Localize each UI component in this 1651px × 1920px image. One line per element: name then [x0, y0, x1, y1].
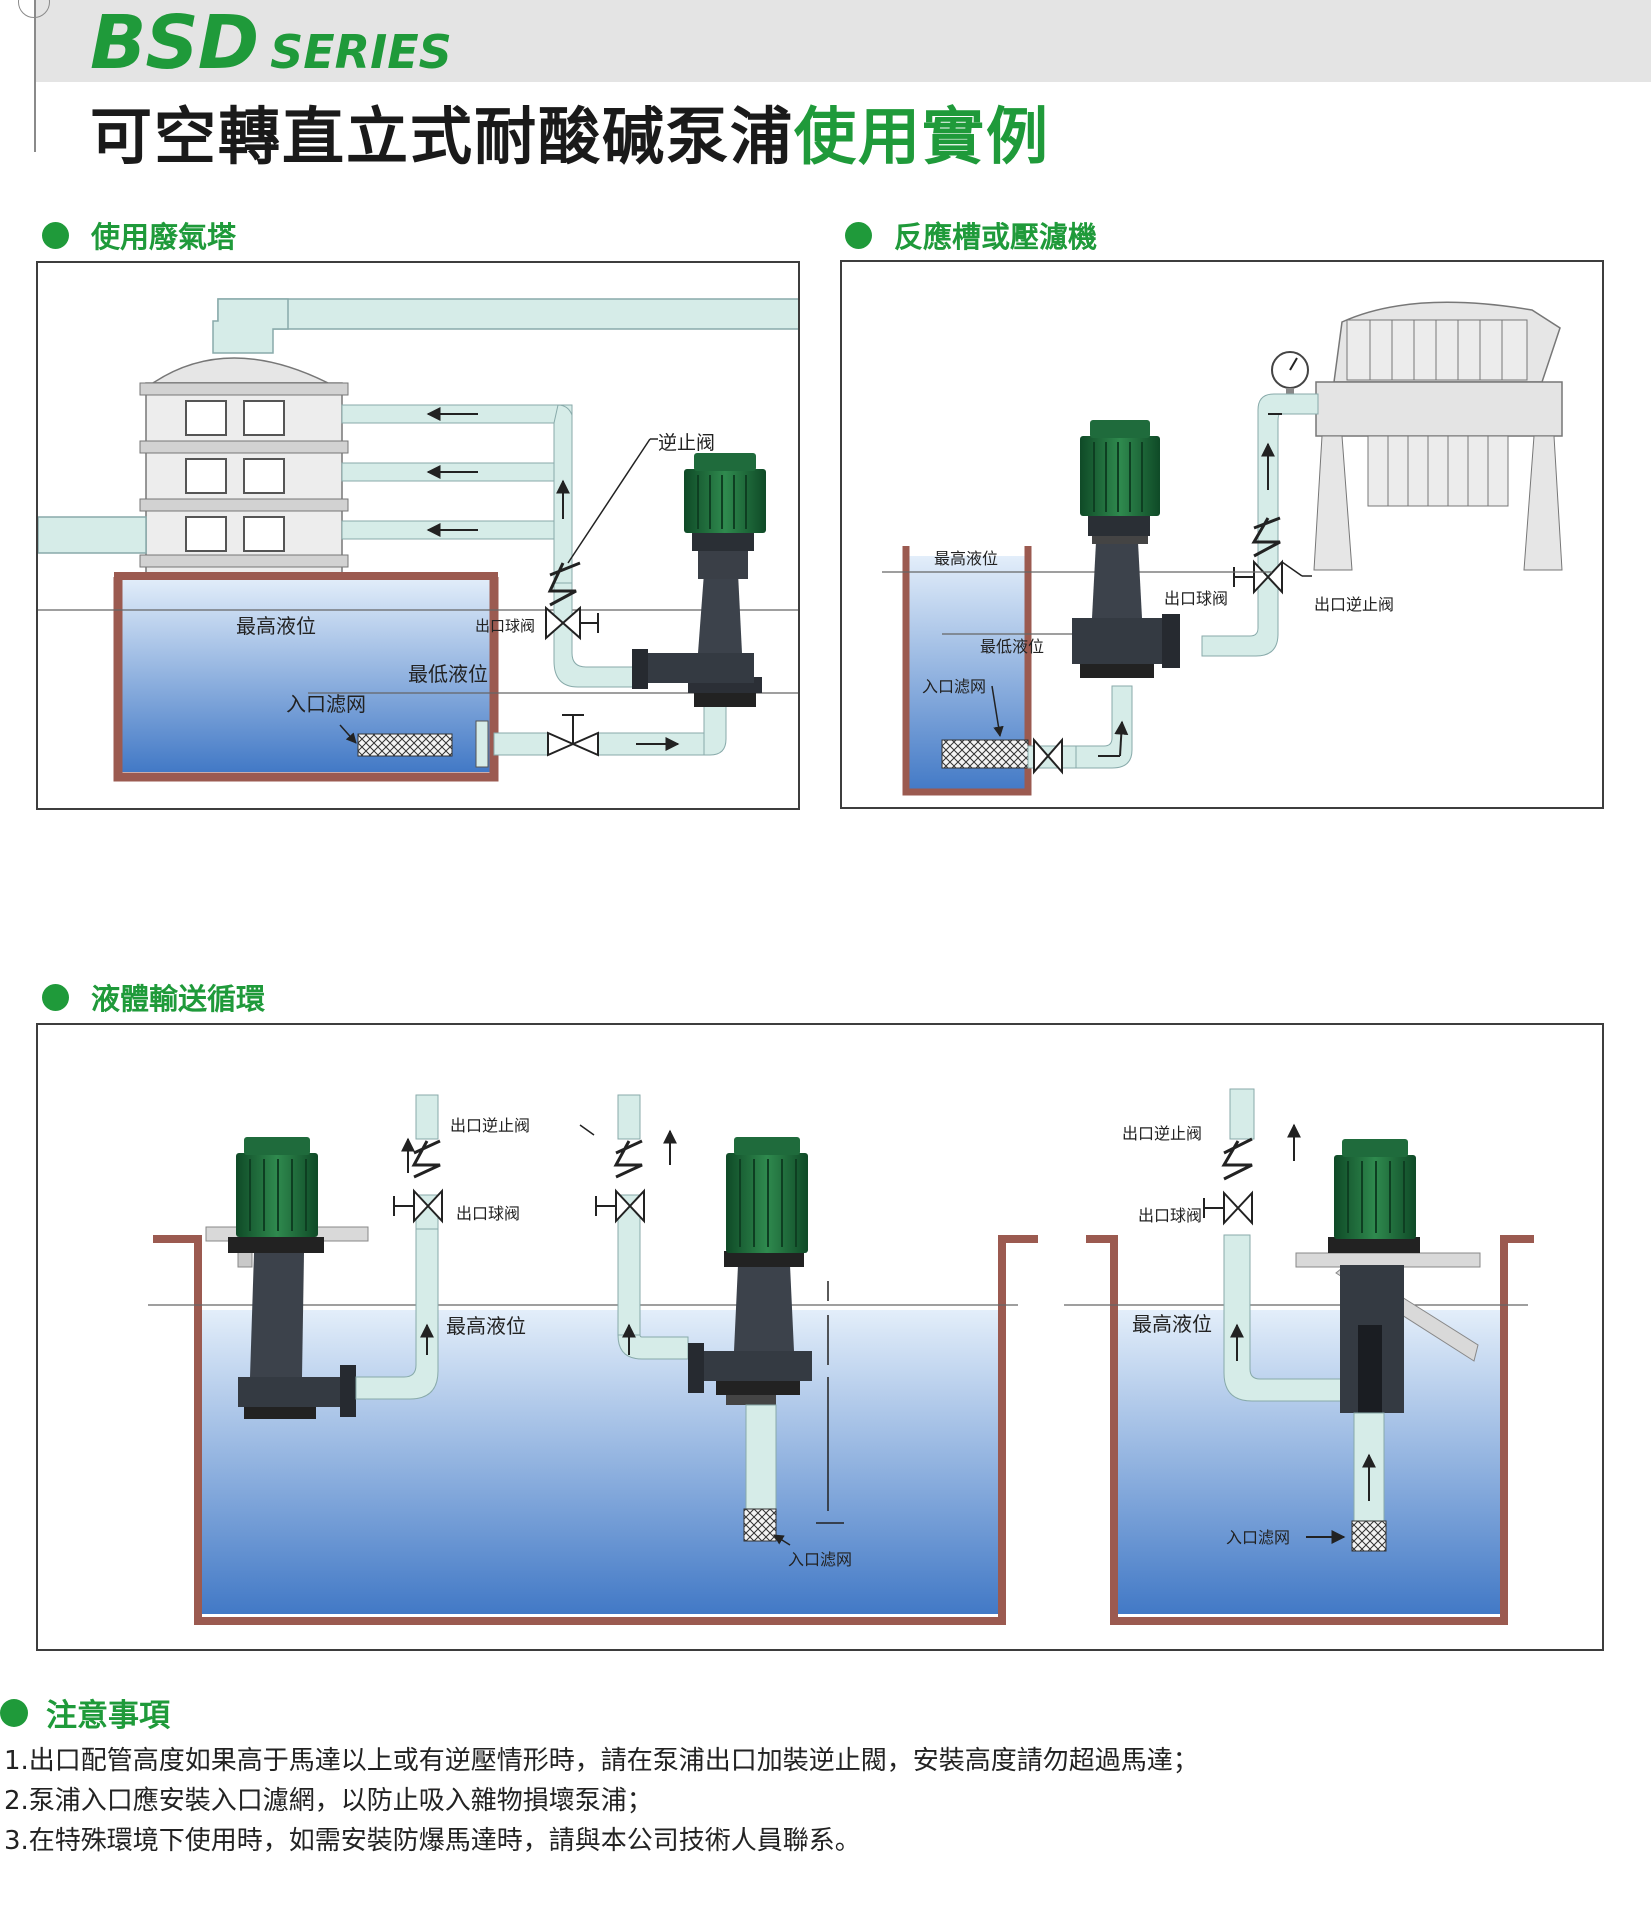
section-title-scrubber-text: 使用廢氣塔 — [91, 220, 237, 254]
label-outlet-ball-valve: 出口球阀 — [1164, 589, 1228, 608]
label-outlet-ball-valve-2: 出口球阀 — [1138, 1206, 1202, 1225]
label-outlet-ball-valve-1: 出口球阀 — [456, 1204, 520, 1223]
label-outlet-check-valve-1: 出口逆止阀 — [450, 1116, 530, 1135]
note-item-2: 2.泵浦入口應安裝入口濾網，以防止吸入雜物損壞泵浦； — [4, 1786, 653, 1816]
label-outlet-check-valve-2: 出口逆止阀 — [1122, 1124, 1202, 1143]
bullet-dot — [845, 221, 872, 249]
label-outlet-check-valve: 出口逆止阀 — [1314, 595, 1394, 614]
series-small: SERIES — [270, 25, 452, 79]
label-inlet-filter: 入口滤网 — [922, 677, 986, 696]
diagram-circulation: 出口逆止阀 出口球阀 最高液位 入口滤网 出口逆止阀 出口球阀 最高液位 入口滤… — [36, 1023, 1604, 1651]
diagram-reactor: 最高液位 出口球阀 出口逆止阀 最低液位 入口滤网 — [840, 260, 1604, 809]
label-min-level: 最低液位 — [980, 637, 1044, 656]
label-max-level-2: 最高液位 — [1132, 1312, 1212, 1336]
notes-title-text: 注意事項 — [46, 1698, 170, 1734]
label-inlet-filter-1: 入口滤网 — [788, 1550, 852, 1569]
section-title-circulation-text: 液體輸送循環 — [91, 982, 266, 1016]
note-item-1: 1.出口配管高度如果高于馬達以上或有逆壓情形時，請在泵浦出口加裝逆止閥，安裝高度… — [4, 1746, 1199, 1776]
label-min-level: 最低液位 — [408, 662, 488, 686]
page-title-highlight: 使用實例 — [794, 100, 1051, 173]
label-outlet-ball-valve: 出口球阀 — [475, 617, 535, 635]
notes-title: 注意事項 — [0, 1690, 170, 1735]
section-title-reactor-text: 反應槽或壓濾機 — [894, 220, 1098, 254]
label-check-valve: 逆止阀 — [658, 432, 715, 454]
note-item-3: 3.在特殊環境下使用時，如需安裝防爆馬達時，請與本公司技術人員聯系。 — [4, 1826, 861, 1856]
bullet-dot — [42, 221, 69, 249]
label-inlet-filter-2: 入口滤网 — [1226, 1528, 1290, 1547]
header-band — [35, 0, 1651, 82]
bullet-dot — [0, 1698, 28, 1727]
label-max-level: 最高液位 — [236, 614, 316, 638]
page-title-main: 可空轉直立式耐酸碱泵浦 — [90, 100, 795, 173]
label-max-level-1: 最高液位 — [446, 1314, 526, 1338]
diagram-scrubber: 逆止阀 出口球阀 最高液位 最低液位 入口滤网 — [36, 261, 800, 810]
header-rule — [34, 0, 36, 152]
section-title-reactor: 反應槽或壓濾機 — [845, 214, 1097, 256]
series-big: BSD — [90, 0, 259, 86]
page-title: 可空轉直立式耐酸碱泵浦使用實例 — [90, 86, 1050, 176]
label-max-level: 最高液位 — [934, 549, 998, 568]
label-inlet-filter: 入口滤网 — [286, 692, 366, 716]
section-title-scrubber: 使用廢氣塔 — [42, 214, 236, 256]
section-title-circulation: 液體輸送循環 — [42, 976, 265, 1018]
bullet-dot — [42, 983, 69, 1011]
